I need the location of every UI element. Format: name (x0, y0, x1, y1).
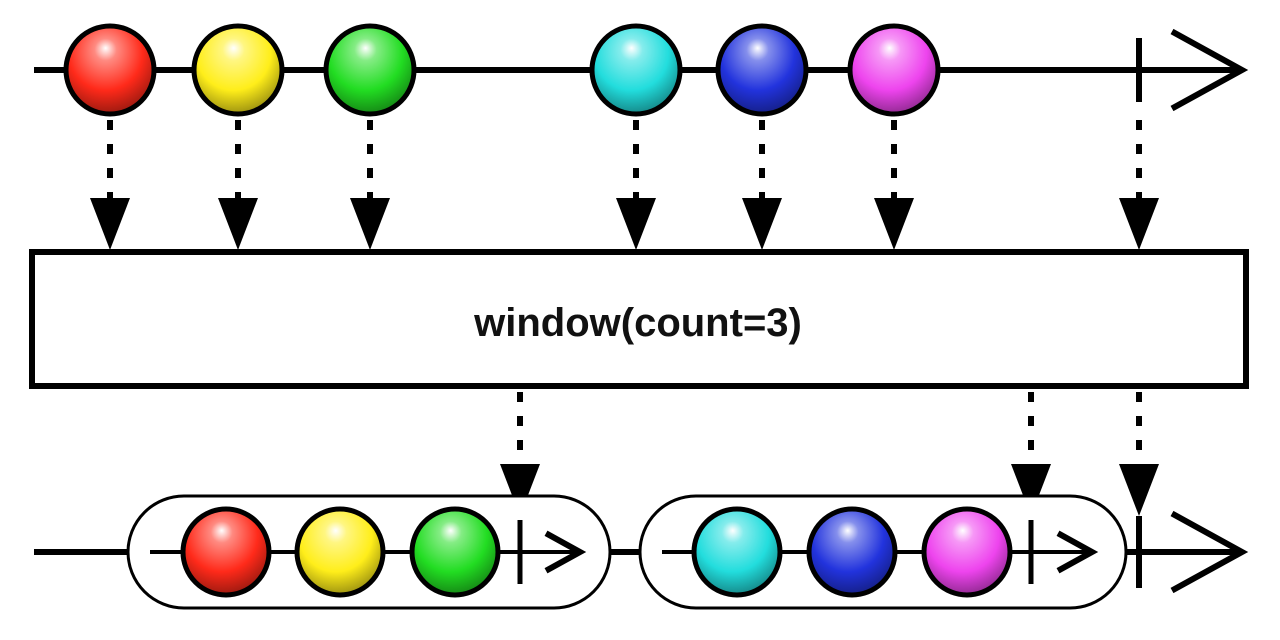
operator-rect (29, 249, 1249, 389)
source-arrow-head (1170, 28, 1249, 112)
input-arrow-3-head (350, 198, 390, 250)
source-magenta-marble (847, 23, 941, 117)
source-blue-marble (715, 23, 809, 117)
input-arrow-complete-head (1119, 198, 1159, 250)
window-1-red-marble (180, 506, 272, 598)
window-1-yellow-marble (294, 506, 386, 598)
window-2-blue-marble (806, 506, 898, 598)
source-yellow-marble (191, 23, 285, 117)
window-2-cyan-marble (691, 506, 783, 598)
input-arrow-5-head (742, 198, 782, 250)
output-arrow-window-2-head (1011, 464, 1051, 516)
window-2 (638, 494, 1128, 610)
output-arrow-head (1170, 510, 1249, 594)
output-arrows (500, 392, 1159, 516)
input-arrow-4-head (616, 198, 656, 250)
source-cyan-marble (589, 23, 683, 117)
input-arrow-6-head (874, 198, 914, 250)
input-arrow-2-head (218, 198, 258, 250)
operator-label: window(count=3) (473, 301, 802, 345)
window-1 (126, 494, 612, 610)
source-green-marble (323, 23, 417, 117)
source-red-marble (63, 23, 157, 117)
window-1-green-marble (409, 506, 501, 598)
window-1-arrow-head (544, 530, 587, 574)
window-2-arrow-head (1056, 530, 1099, 574)
operator-box: window(count=3) (29, 249, 1249, 389)
window-2-magenta-marble (921, 506, 1013, 598)
input-arrows (90, 120, 1159, 250)
output-arrow-complete-head (1119, 464, 1159, 516)
output-arrow-window-1-head (500, 464, 540, 516)
output-timeline (34, 494, 1249, 610)
source-timeline (34, 23, 1249, 117)
input-arrow-1-head (90, 198, 130, 250)
